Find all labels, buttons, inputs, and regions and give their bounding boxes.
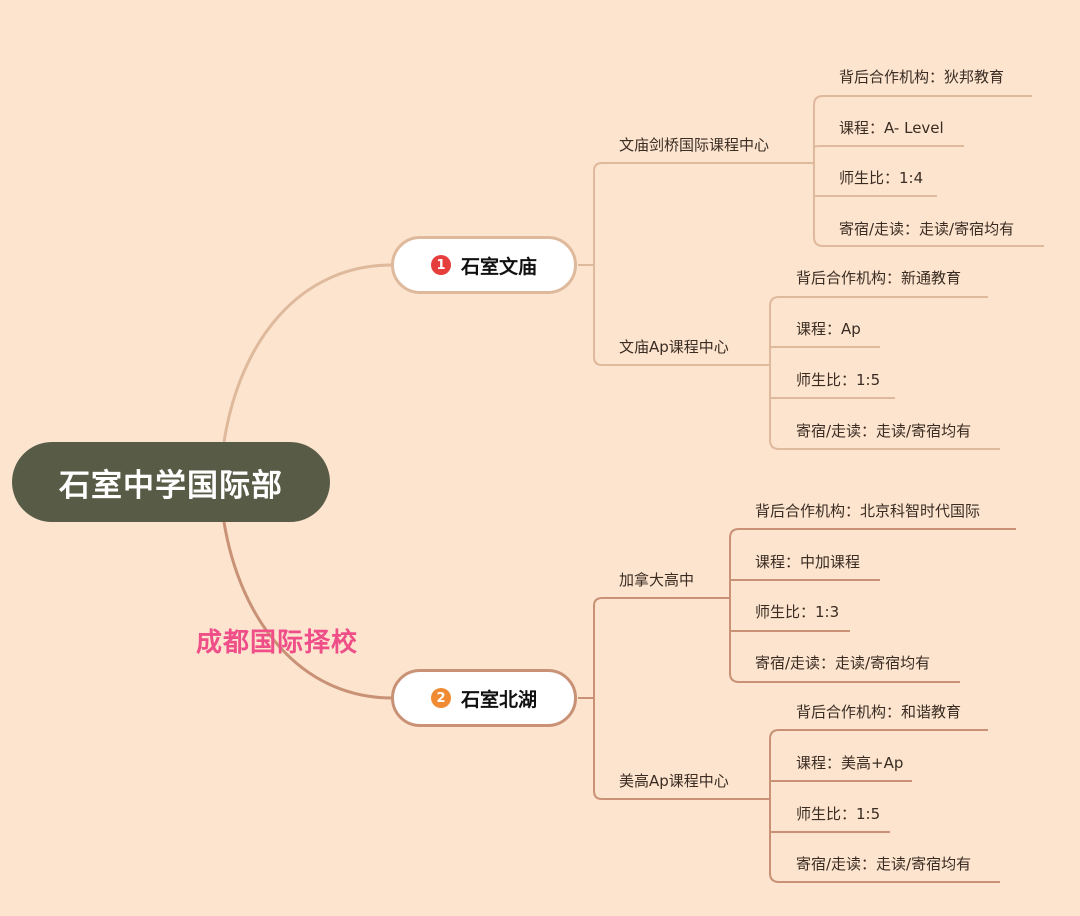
leaf-boarding[interactable]: 寄宿/走读：走读/寄宿均有 <box>796 855 972 873</box>
leaf-course[interactable]: 课程：A- Level <box>839 119 944 137</box>
branch2-links <box>578 528 1016 883</box>
number-1-badge: 1 <box>430 255 451 275</box>
sub-node-canada-high-school[interactable]: 加拿大高中 <box>619 571 695 589</box>
leaf-boarding[interactable]: 寄宿/走读：走读/寄宿均有 <box>839 220 1015 238</box>
leaf-ratio[interactable]: 师生比：1:4 <box>839 169 924 187</box>
leaf-ratio[interactable]: 师生比：1:5 <box>796 371 881 389</box>
link-root-branch2 <box>222 521 393 700</box>
sub-node-cambridge-center[interactable]: 文庙剑桥国际课程中心 <box>619 136 770 154</box>
leaf-course[interactable]: 课程：美高+Ap <box>796 754 904 772</box>
sub-node-us-ap-center[interactable]: 美高Ap课程中心 <box>619 772 729 790</box>
leaf-partner[interactable]: 背后合作机构：北京科智时代国际 <box>755 502 981 520</box>
branch-node-shishi-beihu[interactable]: 2 石室北湖 <box>391 669 577 727</box>
leaf-partner[interactable]: 背后合作机构：狄邦教育 <box>839 68 1005 86</box>
number-2-badge: 2 <box>430 688 451 708</box>
branch-node-shishi-wenmiao[interactable]: 1 石室文庙 <box>391 236 577 294</box>
leaf-ratio[interactable]: 师生比：1:3 <box>755 603 840 621</box>
branch-label: 石室北湖 <box>460 688 537 711</box>
sub-node-ap-center[interactable]: 文庙Ap课程中心 <box>619 338 729 356</box>
leaf-boarding[interactable]: 寄宿/走读：走读/寄宿均有 <box>796 422 972 440</box>
branch1-links <box>578 95 1044 450</box>
leaf-course[interactable]: 课程：中加课程 <box>755 553 861 571</box>
leaf-partner[interactable]: 背后合作机构：和谐教育 <box>796 703 962 721</box>
leaf-partner[interactable]: 背后合作机构：新通教育 <box>796 269 962 287</box>
leaf-boarding[interactable]: 寄宿/走读：走读/寄宿均有 <box>755 654 931 672</box>
link-root-branch1 <box>222 263 393 443</box>
leaf-course[interactable]: 课程：Ap <box>796 320 861 338</box>
watermark-text: 成都国际择校 <box>196 628 359 658</box>
root-node[interactable]: 石室中学国际部 <box>12 442 330 522</box>
branch-label: 石室文庙 <box>460 255 537 278</box>
leaf-ratio[interactable]: 师生比：1:5 <box>796 805 881 823</box>
